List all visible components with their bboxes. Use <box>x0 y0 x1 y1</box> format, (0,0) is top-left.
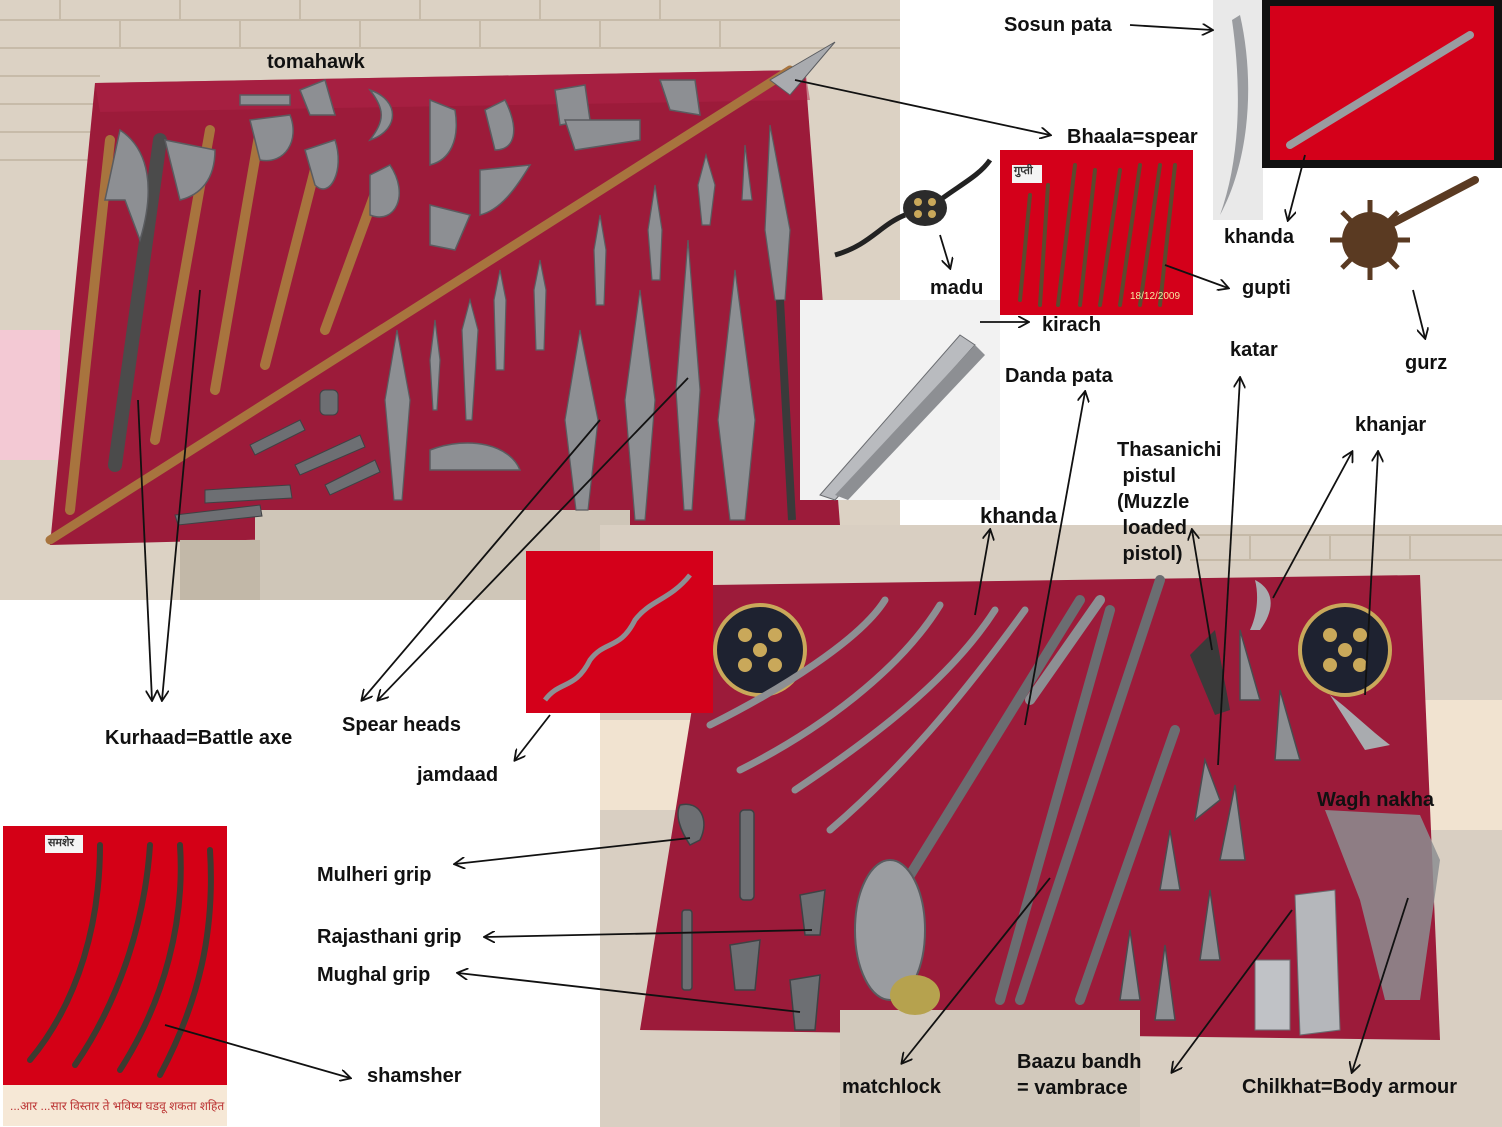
label-rajasthani-grip: Rajasthani grip <box>317 926 462 948</box>
arrow-kurhaad-2 <box>162 289 201 700</box>
label-gupti: gupti <box>1242 277 1291 299</box>
label-mulheri-grip: Mulheri grip <box>317 864 432 886</box>
arrow-matchlock <box>902 877 1051 1063</box>
arrow-sosun-pata <box>1129 25 1212 30</box>
label-kurhaad: Kurhaad=Battle axe <box>105 727 293 749</box>
label-baazu-bandh: Baazu bandh = vambrace <box>1017 1051 1142 1099</box>
chain-mail <box>1325 810 1440 1000</box>
axe-heads <box>104 78 701 471</box>
long-spear-shaft <box>45 65 795 545</box>
gauntlet <box>854 859 926 1001</box>
arrow-rajasthani <box>485 929 813 937</box>
arrow-baazu <box>1172 909 1293 1072</box>
arrow-shamsher <box>164 1024 350 1078</box>
label-shamsher: shamsher <box>367 1065 462 1087</box>
gupti-date: 18/12/2009 <box>1130 291 1181 302</box>
arrow-khanjar-1 <box>1272 452 1352 599</box>
arrow-mughal <box>458 973 801 1013</box>
arrow-katar <box>1217 378 1240 766</box>
khanjar-dagger <box>1250 580 1271 630</box>
kirach-photo <box>800 300 1000 500</box>
brick-lines <box>0 0 900 161</box>
shamsher-caption: ...आर ...सार विस्तार ते भविष्य घडवू शकता… <box>10 1099 225 1113</box>
jamdaad-photo <box>526 551 713 713</box>
label-katar: katar <box>1230 339 1278 361</box>
arrow-khanjar-2 <box>1364 452 1378 696</box>
arrow-bhaala <box>794 79 1050 135</box>
label-spear-heads: Spear heads <box>342 714 461 736</box>
spear-heads <box>384 124 791 521</box>
label-gurz: gurz <box>1405 352 1448 374</box>
label-danda-pata: Danda pata <box>1005 365 1113 387</box>
label-khanda-mid: khanda <box>980 503 1058 528</box>
long-spear-tip <box>769 41 836 96</box>
arrow-spear-heads-1 <box>362 419 601 700</box>
label-khanda-top: khanda <box>1224 226 1295 248</box>
arrow-khanda-mid <box>974 530 990 616</box>
label-kirach: kirach <box>1042 314 1101 336</box>
vambrace <box>1294 889 1341 1036</box>
arrow-gurz <box>1412 289 1425 338</box>
madu-weapon <box>834 158 993 258</box>
arrow-madu <box>939 234 950 268</box>
katars <box>1119 629 1301 1021</box>
label-tomahawk: tomahawk <box>267 51 365 73</box>
gurz-mace <box>1330 176 1479 280</box>
spear-butts <box>174 389 381 526</box>
arrow-pistol <box>1192 530 1213 651</box>
curtain <box>0 330 60 460</box>
shamsher-photo <box>3 826 227 1126</box>
arrow-jamdaad <box>515 714 551 760</box>
gupti-tag: गुप्ती <box>1014 165 1033 177</box>
label-bhaala: Bhaala=spear <box>1067 126 1198 148</box>
label-jamdaad: jamdaad <box>417 764 499 786</box>
swords <box>706 595 1105 834</box>
label-mughal-grip: Mughal grip <box>317 964 431 986</box>
brick-lines-2 <box>1190 534 1502 561</box>
arrow-spear-heads-2 <box>378 377 689 700</box>
label-chilkhat: Chilkhat=Body armour <box>1242 1076 1458 1098</box>
arrow-kurhaad-1 <box>137 399 152 700</box>
label-wagh-nakha: Wagh nakha <box>1317 789 1435 811</box>
arrow-danda-pata <box>1024 392 1085 726</box>
sword-grips <box>677 803 826 1031</box>
arrow-gupti <box>1164 264 1228 288</box>
label-sosun-pata: Sosun pata <box>1004 14 1112 36</box>
arrow-khanda-top <box>1288 154 1306 220</box>
label-thasanichi-pistul: Thasanichi pistul (Muzzle loaded pistol) <box>1117 439 1222 565</box>
board-stand-2 <box>840 1010 1140 1127</box>
pistol <box>1190 630 1230 715</box>
label-khanjar: khanjar <box>1355 414 1427 436</box>
arrow-mulheri <box>455 837 691 864</box>
label-matchlock: matchlock <box>842 1076 941 1098</box>
shamsher-tag: समशेर <box>48 837 74 849</box>
arrow-chilkhat <box>1352 897 1409 1072</box>
label-madu: madu <box>930 277 984 299</box>
